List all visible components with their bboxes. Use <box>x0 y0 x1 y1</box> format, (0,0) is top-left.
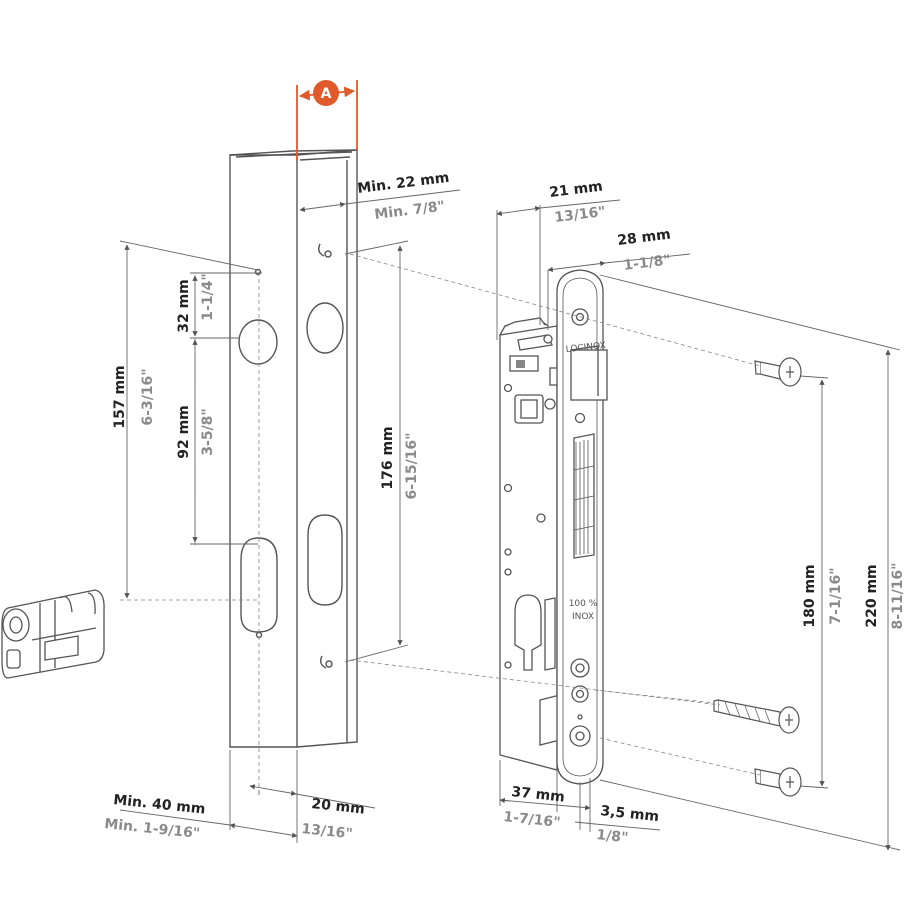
dim-157-mm: 157 mm <box>112 365 128 428</box>
screw-long <box>713 699 800 734</box>
mortise-lock <box>499 269 608 785</box>
dim-32-inch: 1-1/4" <box>200 273 216 320</box>
dim-20-inch: 13/16" <box>301 821 354 842</box>
dim-220-mm: 220 mm <box>864 564 880 627</box>
material-text-1: 100 % <box>569 599 598 609</box>
marker-letter: A <box>321 86 332 102</box>
dim-21-inch: 13/16" <box>554 204 607 226</box>
dim-157-inch: 6-3/16" <box>140 368 156 425</box>
screw-bottom <box>754 767 802 797</box>
dim-20-mm: 20 mm <box>311 796 366 818</box>
dim-176-inch: 6-15/16" <box>404 433 420 500</box>
dimension-a-marker: A <box>313 80 339 106</box>
dimension-lines <box>119 80 901 851</box>
profile-post <box>229 149 358 748</box>
screw-top <box>754 357 802 387</box>
dim-35-inch: 1/8" <box>596 827 629 846</box>
brand-logo-text: LOCINOX <box>565 341 606 355</box>
cylinder-slot-left <box>240 537 278 633</box>
dim-92-inch: 3-5/8" <box>200 408 216 455</box>
dim-35-mm: 3,5 mm <box>600 803 660 825</box>
dim-32-mm: 32 mm <box>176 279 192 333</box>
dim-220-inch: 8-11/16" <box>890 563 906 630</box>
dim-min22-inch: Min. 7/8" <box>374 198 446 223</box>
handle-hole-right <box>306 302 344 354</box>
dim-min40-mm: Min. 40 mm <box>113 792 207 818</box>
dim-37-mm: 37 mm <box>511 784 566 806</box>
dim-28-inch: 1-1/8" <box>623 252 672 274</box>
dim-180-inch: 7-1/16" <box>828 567 844 624</box>
dim-37-inch: 1-7/16" <box>503 809 562 831</box>
dim-21-mm: 21 mm <box>549 179 604 201</box>
cylinder-slot-right <box>307 514 343 606</box>
material-text-2: INOX <box>572 612 594 622</box>
dim-28-mm: 28 mm <box>617 227 672 249</box>
dim-min40-inch: Min. 1-9/16" <box>104 816 201 842</box>
dim-180-mm: 180 mm <box>802 564 818 627</box>
euro-cylinder <box>1 589 105 679</box>
dim-176-mm: 176 mm <box>380 426 396 489</box>
cylinder-hole-upper <box>238 319 278 365</box>
center-lines <box>120 253 761 790</box>
dim-92-mm: 92 mm <box>176 405 192 459</box>
